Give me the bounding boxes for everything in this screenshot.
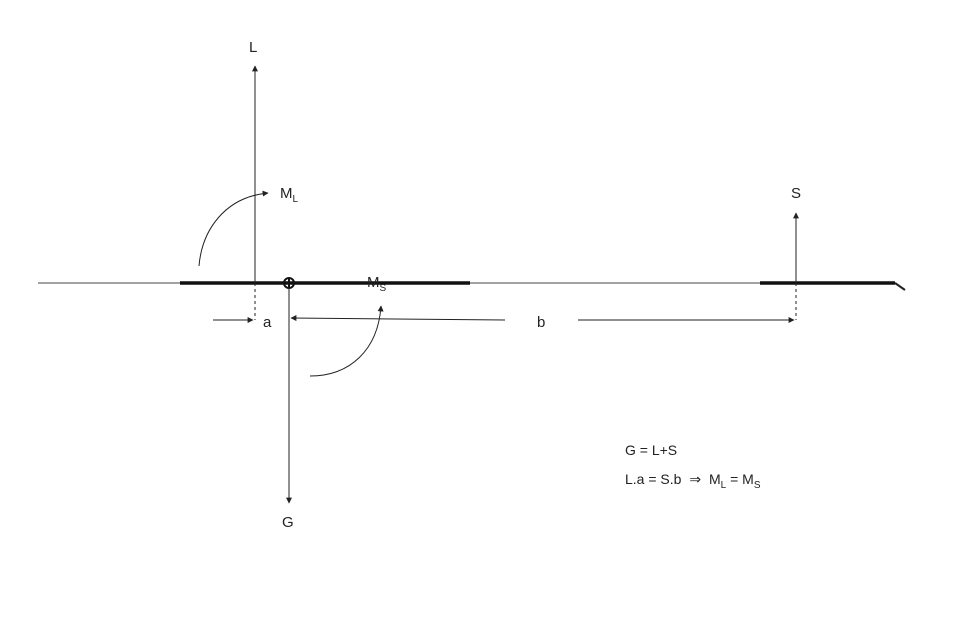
dist-a-label: a — [263, 314, 272, 331]
weight-label: G — [282, 514, 294, 531]
equation-moment: L.a = S.b ⇒ ML = MS — [625, 471, 761, 491]
lift-label: L — [249, 39, 257, 56]
dist-b-label: b — [537, 314, 545, 331]
stab-label: S — [791, 185, 801, 202]
axis-tail — [894, 282, 906, 291]
implies-icon: ⇒ — [689, 471, 701, 487]
moment-s-label: MS — [367, 274, 387, 294]
moment-l-label: ML — [280, 185, 299, 205]
equation-sum: G = L+S — [625, 442, 677, 458]
moment-s-arc — [309, 305, 384, 377]
moment-l-arc — [198, 190, 269, 267]
dist-b-arrow-left — [290, 315, 506, 322]
